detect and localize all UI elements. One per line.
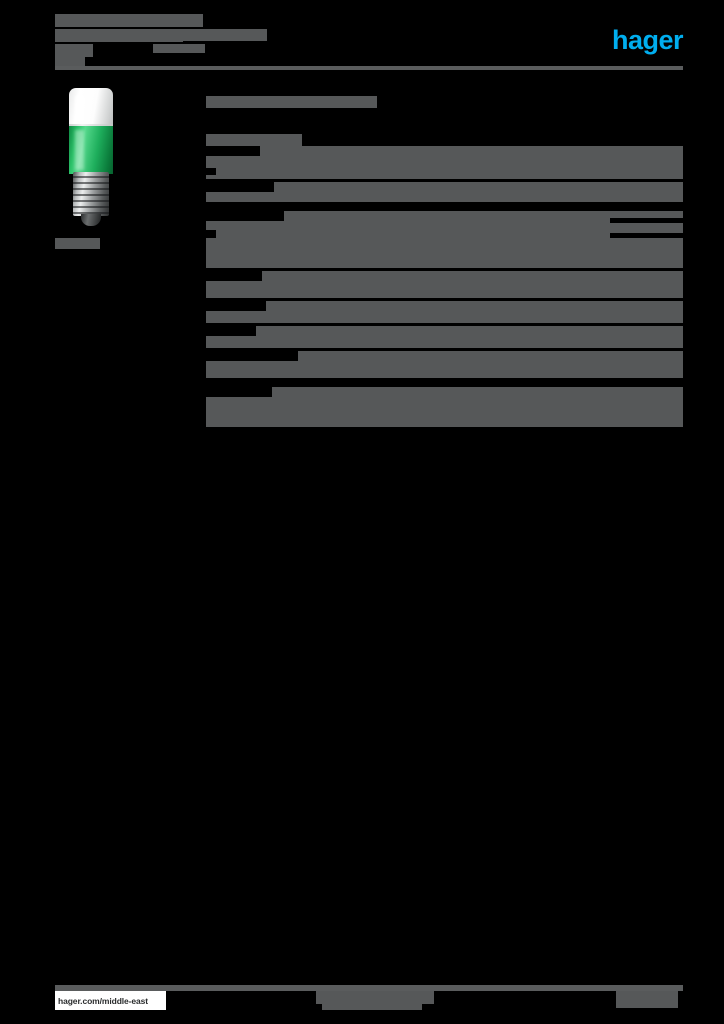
lamp-thread [73, 182, 109, 184]
page-subtitle-line-1 [153, 29, 267, 41]
footer-url-text: hager.com/middle-east [58, 995, 149, 1006]
page-header [55, 14, 683, 72]
lamp-thread [73, 206, 109, 208]
table-row [206, 326, 683, 348]
table-row [206, 271, 683, 298]
table-row-value [610, 218, 683, 223]
footer-center-text [316, 991, 434, 1004]
lamp-screw-base [73, 172, 109, 216]
table-row [206, 301, 683, 323]
product-image-caption [55, 238, 100, 249]
footer-center-subtext [322, 1004, 422, 1010]
table-row-label [206, 387, 272, 397]
content-column [206, 88, 683, 430]
table-row [206, 146, 683, 179]
table-row-label [206, 351, 298, 361]
specifications-table [206, 146, 683, 427]
table-row-notch [206, 168, 216, 175]
page-subtitle [153, 29, 303, 53]
table-row [206, 351, 683, 378]
product-figure [55, 88, 133, 249]
specifications-section-heading [206, 134, 302, 146]
header-rule-accent [55, 56, 85, 68]
table-row-label [206, 301, 266, 311]
footer-url-box[interactable]: hager.com/middle-east [55, 991, 166, 1010]
table-row-value [610, 233, 683, 238]
lamp-thread [73, 212, 109, 214]
led-lamp-image [69, 88, 113, 226]
table-row-label [206, 146, 260, 156]
lamp-thread [73, 176, 109, 178]
lamp-cap-highlight [75, 94, 85, 122]
page-title-line-1 [55, 14, 203, 27]
footer-separator-rule [55, 985, 683, 991]
table-row [206, 387, 683, 427]
page-subtitle-line-2 [153, 44, 205, 53]
hager-logo: hager [611, 25, 684, 55]
catalogue-section-heading [206, 96, 377, 108]
page-title-line-2 [55, 29, 183, 42]
page-title [55, 14, 225, 57]
page-title-line-3 [55, 44, 93, 57]
lamp-thread [73, 200, 109, 202]
lamp-contact-tip [81, 214, 101, 226]
table-row-label [206, 182, 274, 192]
table-row-label [206, 211, 284, 221]
lamp-green-body [69, 126, 113, 174]
lamp-body-highlight [75, 130, 84, 170]
table-row [206, 182, 683, 202]
table-row-notch [206, 230, 216, 238]
table-row-label [206, 271, 262, 281]
lamp-thread [73, 188, 109, 190]
lamp-thread [73, 194, 109, 196]
lamp-cap [69, 88, 113, 128]
header-separator-rule [55, 66, 683, 70]
table-row-label [206, 326, 256, 336]
table-row [206, 211, 683, 268]
footer-page-number [616, 991, 678, 1008]
